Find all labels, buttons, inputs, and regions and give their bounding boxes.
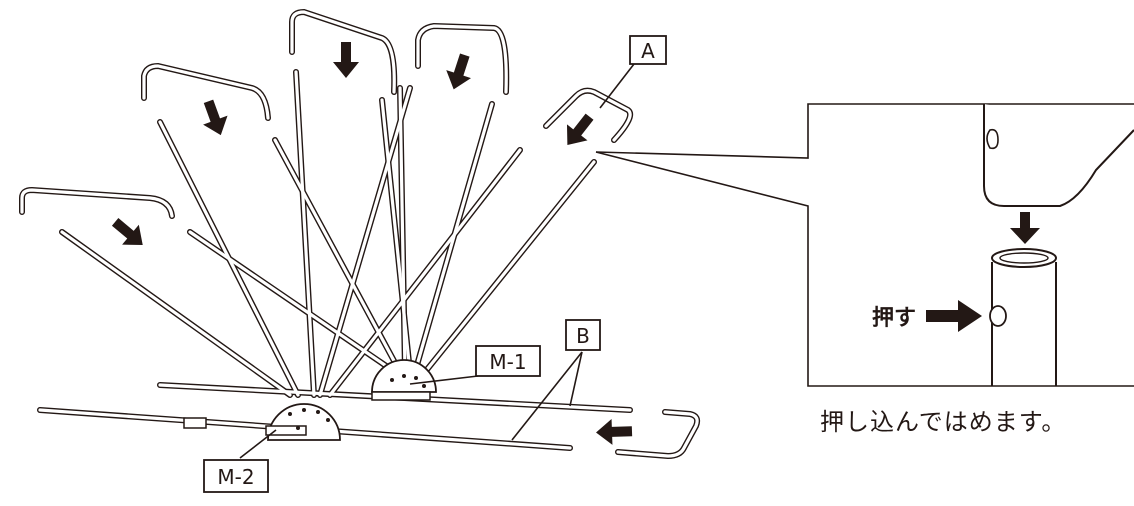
arrow-icon [595, 418, 633, 446]
push-arrow-icon [926, 300, 982, 332]
label-m1: M-1 [475, 345, 541, 377]
leader-lines [239, 63, 1134, 459]
svg-text:B: B [576, 324, 590, 348]
arrow-icon [196, 96, 234, 140]
insert-arrow-icon [1010, 212, 1040, 244]
snap-button-icon [989, 305, 1007, 327]
hub-m2 [183, 403, 341, 441]
label-m2: M-2 [203, 459, 269, 493]
arrow-icon [441, 51, 478, 94]
svg-text:A: A [641, 39, 655, 63]
hub-m1 [371, 359, 437, 401]
push-label: 押す [872, 305, 916, 331]
svg-text:M-1: M-1 [489, 350, 526, 374]
detail-inset: 押す [872, 104, 1134, 386]
label-a: A [629, 35, 667, 65]
arc-piece-2 [141, 62, 271, 121]
svg-text:M-2: M-2 [217, 465, 254, 489]
arrow-icon [106, 211, 152, 255]
arrow-icon [557, 108, 600, 154]
label-b: B [565, 319, 601, 351]
arrow-icon [333, 42, 359, 78]
instruction-caption: 押し込んではめます。 [820, 408, 1067, 436]
